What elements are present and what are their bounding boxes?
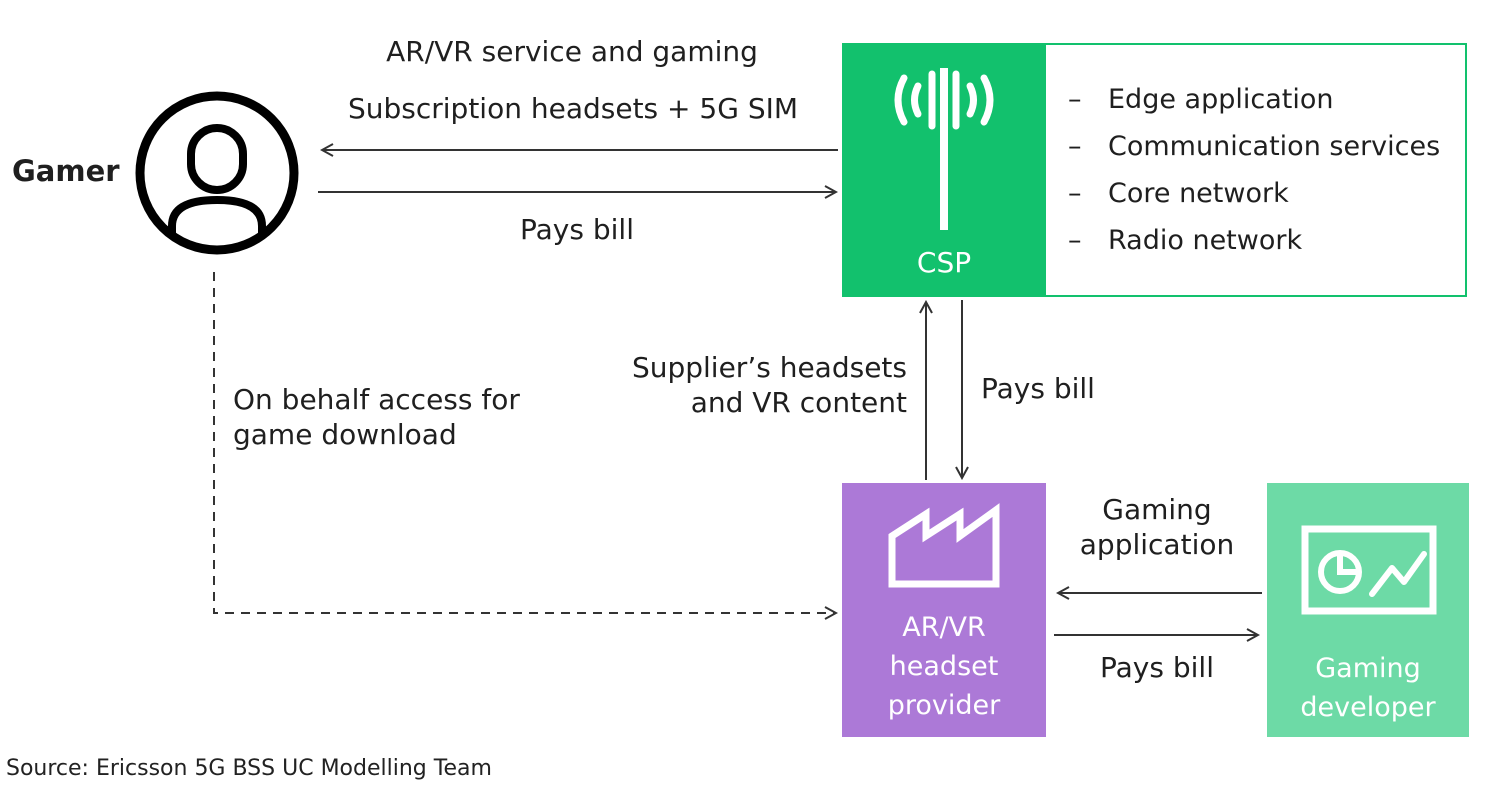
dashboard-chart-icon (1301, 525, 1437, 615)
user-avatar-icon (135, 91, 299, 255)
label-subscription: Subscription headsets + 5G SIM (347, 92, 799, 125)
headset-provider-label: AR/VR headset provider (887, 612, 1001, 722)
label-on-behalf-access: On behalf access for game download (233, 383, 520, 451)
label-pays-bill-gamer: Pays bill (520, 213, 634, 246)
label-suppliers-headsets: Supplier’s headsets and VR content (631, 351, 907, 419)
gaming-developer-label: Gaming developer (1300, 653, 1436, 724)
csp-label: CSP (916, 246, 972, 279)
label-pays-bill-developer: Pays bill (1100, 651, 1214, 684)
arrow-gamer-to-provider-dashed (213, 272, 836, 613)
list-item: –Core network (1068, 178, 1289, 209)
list-item: –Radio network (1068, 225, 1303, 256)
label-ar-vr-service: AR/VR service and gaming (386, 35, 758, 68)
source-note: Source: Ericsson 5G BSS UC Modelling Tea… (6, 756, 492, 781)
radio-tower-icon (894, 68, 994, 230)
csp-capability-list: –Edge application –Communication service… (1068, 80, 1440, 268)
label-gaming-application: Gaming application (1079, 493, 1235, 561)
list-item: –Edge application (1068, 84, 1334, 115)
gamer-label: Gamer (12, 154, 120, 188)
label-pays-bill-csp: Pays bill (981, 372, 1095, 405)
list-item: –Communication services (1068, 131, 1441, 162)
factory-icon (888, 503, 1000, 588)
